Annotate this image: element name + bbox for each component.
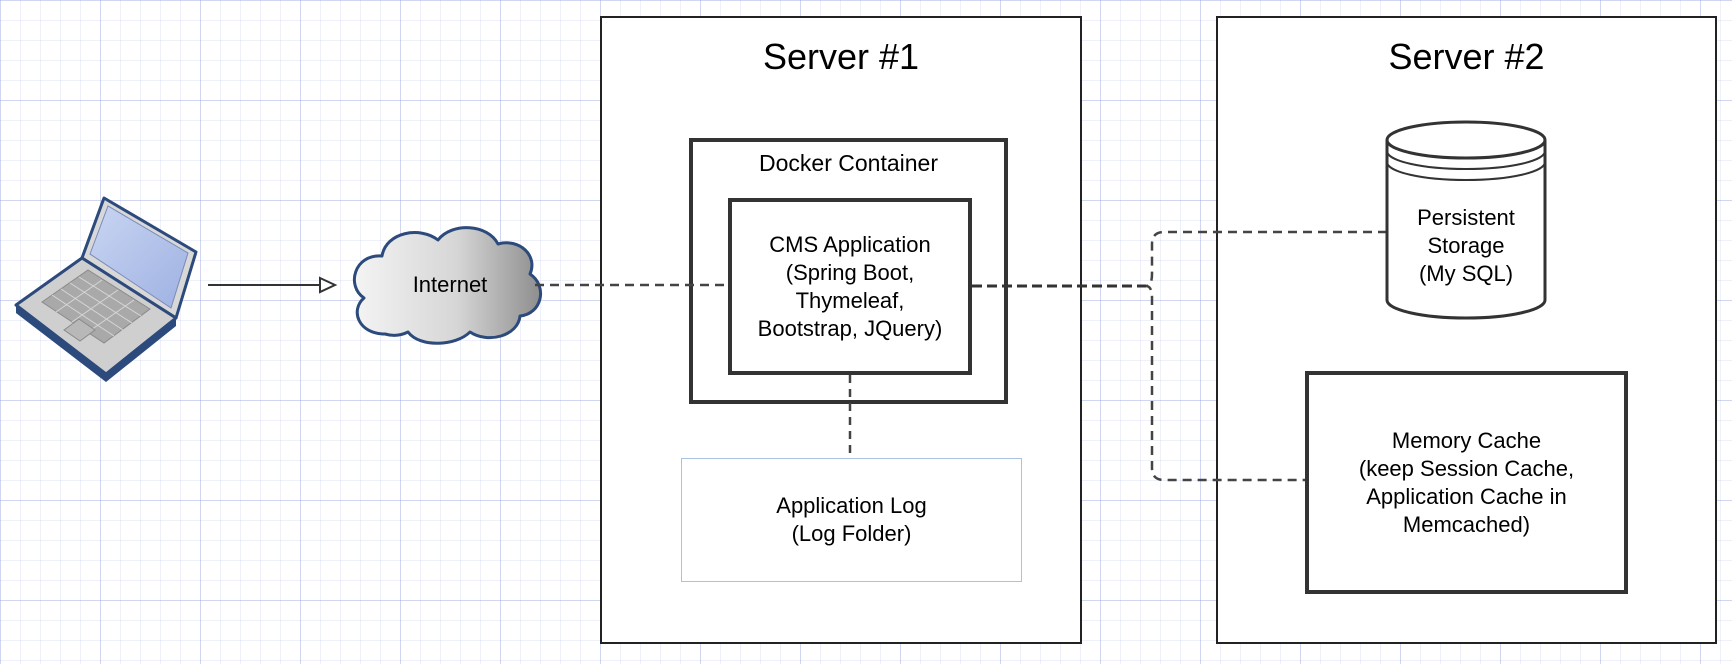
cloud-icon [352,226,542,345]
database-cylinder-icon [1385,120,1547,320]
memory-cache-label: Memory Cache (keep Session Cache, Applic… [1358,427,1575,537]
docker-container-title: Docker Container [759,150,938,176]
cms-application-label: CMS Application (Spring Boot, Thymeleaf,… [757,231,943,341]
application-log-box: Application Log (Log Folder) [681,458,1022,582]
persistent-storage-label: Persistent Storage (My SQL) [1417,205,1515,286]
application-log-label: Application Log (Log Folder) [776,493,927,546]
cms-application-box: CMS Application (Spring Boot, Thymeleaf,… [728,198,972,375]
internet-label: Internet [412,272,488,297]
server-2-title: Server #2 [1388,36,1545,77]
arrow-right-icon [208,276,338,294]
connector-brace [1145,230,1387,482]
memory-cache-box: Memory Cache (keep Session Cache, Applic… [1305,371,1628,594]
laptop-icon [14,196,198,382]
server-1-title: Server #1 [762,36,920,77]
